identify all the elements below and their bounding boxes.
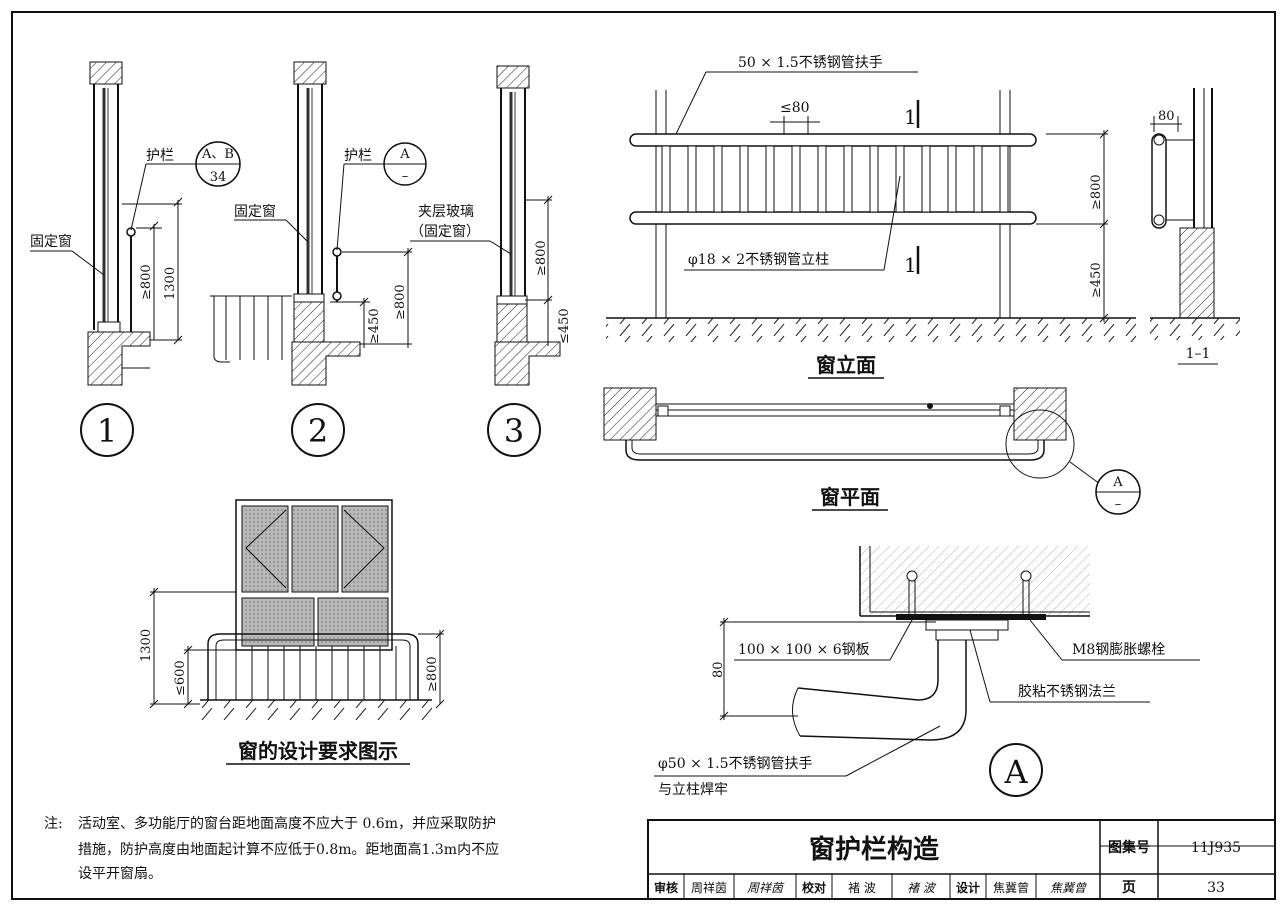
bolt-label: M8钢膨胀螺栓 [1072, 641, 1165, 658]
svg-text:校对: 校对 [802, 880, 826, 895]
plan-title: 窗平面 [820, 485, 880, 509]
detail-2: ≥800 ≥450 固定窗 护栏 A – 2 [210, 61, 427, 457]
svg-text:–: – [402, 169, 409, 184]
review-signature: 周祥茵 [747, 881, 785, 895]
section-title: 1–1 [1186, 346, 1211, 362]
dim-800: ≥800 [393, 284, 408, 320]
svg-text:34: 34 [210, 170, 227, 185]
ground [606, 318, 1136, 342]
svg-text:3: 3 [504, 412, 524, 450]
svg-text:A: A [399, 147, 410, 162]
sill [293, 301, 325, 343]
atlas-label: 图集号 [1108, 839, 1150, 856]
flange-label: 胶粘不锈钢法兰 [1018, 683, 1116, 700]
title-block: 窗护栏构造 图集号 11J935 页 33 审核 周祥茵 周祥茵 校对 褚 波 … [647, 819, 1276, 900]
top-rail [629, 133, 1037, 147]
svg-text:A: A [1003, 753, 1028, 791]
note-line-1: 活动室、多功能厅的窗台距地面高度不应大于 0.6m，并应采取防护 [78, 815, 496, 832]
window-label-line2: （固定窗） [410, 223, 480, 240]
dim-600: ≤600 [173, 660, 188, 696]
detail-number [80, 403, 134, 457]
sill [496, 303, 528, 343]
page-number: 33 [1207, 880, 1225, 896]
sheet-border [11, 11, 1276, 900]
handrail-pipe [797, 640, 939, 701]
svg-text:1: 1 [97, 412, 117, 450]
requirement-title: 窗的设计要求图示 [238, 739, 398, 763]
svg-text:A、B: A、B [201, 147, 234, 162]
handrail-label-line2: 与立柱焊牢 [658, 782, 728, 798]
bottom-rail [629, 211, 1037, 225]
dim-80: 80 [711, 661, 726, 678]
design-requirement-diagram: 1300 ≤600 ≥800 窗的设计要求图示 [139, 499, 445, 765]
dim-80: 80 [1158, 109, 1175, 124]
detail-a: 80 100 × 100 × 6钢板 M8钢膨胀螺栓 胶粘不锈钢法兰 φ50 ×… [654, 546, 1200, 798]
dim-800: ≥800 [534, 240, 549, 276]
svg-text:焦冀曾: 焦冀曾 [993, 881, 1029, 895]
note: 注: 活动室、多功能厅的窗台距地面高度不应大于 0.6m，并应采取防护 措施，防… [44, 815, 499, 882]
svg-text:设计: 设计 [956, 880, 980, 895]
guard-label: 护栏 [146, 148, 174, 164]
window-label-line1: 夹层玻璃 [418, 203, 474, 220]
svg-text:注:: 注: [44, 816, 63, 832]
lintel [89, 61, 123, 85]
post-label: φ18 × 2不锈钢管立柱 [688, 252, 829, 268]
detail-1: 1300 ≥800 固定窗 护栏 A、B 34 1 [30, 61, 241, 457]
spacing-dim: ≤80 [780, 100, 810, 116]
detail-3: ≥800 ≤450 夹层玻璃 （固定窗） 3 [410, 65, 572, 457]
plate-label: 100 × 100 × 6钢板 [738, 642, 870, 658]
post-section [1151, 133, 1167, 229]
sheet-title: 窗护栏构造 [809, 834, 939, 865]
flange [925, 619, 1009, 631]
svg-text:–: – [1115, 497, 1122, 512]
dim-1300: 1300 [139, 629, 154, 662]
handrail-label-line1: φ50 × 1.5不锈钢管扶手 [658, 756, 813, 772]
check-signature: 褚 波 [907, 881, 937, 895]
window-label: 固定窗 [30, 233, 72, 250]
cut-mark-bottom: 1 [904, 253, 917, 277]
steel-plate [896, 614, 1046, 620]
dim-450: ≥450 [367, 308, 382, 344]
note-line-3: 设平开窗扇。 [78, 865, 162, 882]
note-line-2: 措施，防护高度由地面起计算不应低于0.8m。距地面高1.3m内不应 [78, 841, 499, 858]
svg-text:A: A [1112, 475, 1123, 490]
dim-450: ≤450 [557, 308, 572, 344]
section-1-1: 80 1–1 [1150, 88, 1240, 365]
detail-number [989, 743, 1043, 797]
svg-text:周祥茵: 周祥茵 [691, 881, 727, 895]
svg-text:褚 波: 褚 波 [848, 881, 876, 895]
window-elevation: 50 × 1.5不锈钢管扶手 ≤80 φ18 × 2不锈钢管立柱 1 1 ≥80… [606, 55, 1136, 379]
design-signature: 焦冀曾 [1050, 881, 1087, 895]
dim-800: ≥800 [1089, 174, 1104, 210]
detail-number [487, 403, 541, 457]
svg-text:审核: 审核 [654, 880, 678, 895]
window-label: 固定窗 [234, 203, 276, 220]
handrail-label: 50 × 1.5不锈钢管扶手 [738, 55, 883, 71]
dim-1300: 1300 [163, 267, 178, 300]
dim-450: ≥450 [1089, 262, 1104, 298]
guard-label: 护栏 [344, 148, 372, 164]
dim-800: ≥800 [139, 264, 154, 300]
sill [87, 331, 151, 386]
detail-number [291, 403, 345, 457]
plan-handrail [625, 440, 1045, 461]
svg-text:2: 2 [308, 412, 328, 450]
page-label: 页 [1122, 880, 1136, 896]
elevation-title: 窗立面 [816, 353, 876, 377]
cut-mark-top: 1 [904, 105, 917, 129]
atlas-number: 11J935 [1191, 840, 1241, 856]
dim-800: ≥800 [425, 656, 440, 692]
window-plan: A – 窗平面 [603, 387, 1141, 515]
